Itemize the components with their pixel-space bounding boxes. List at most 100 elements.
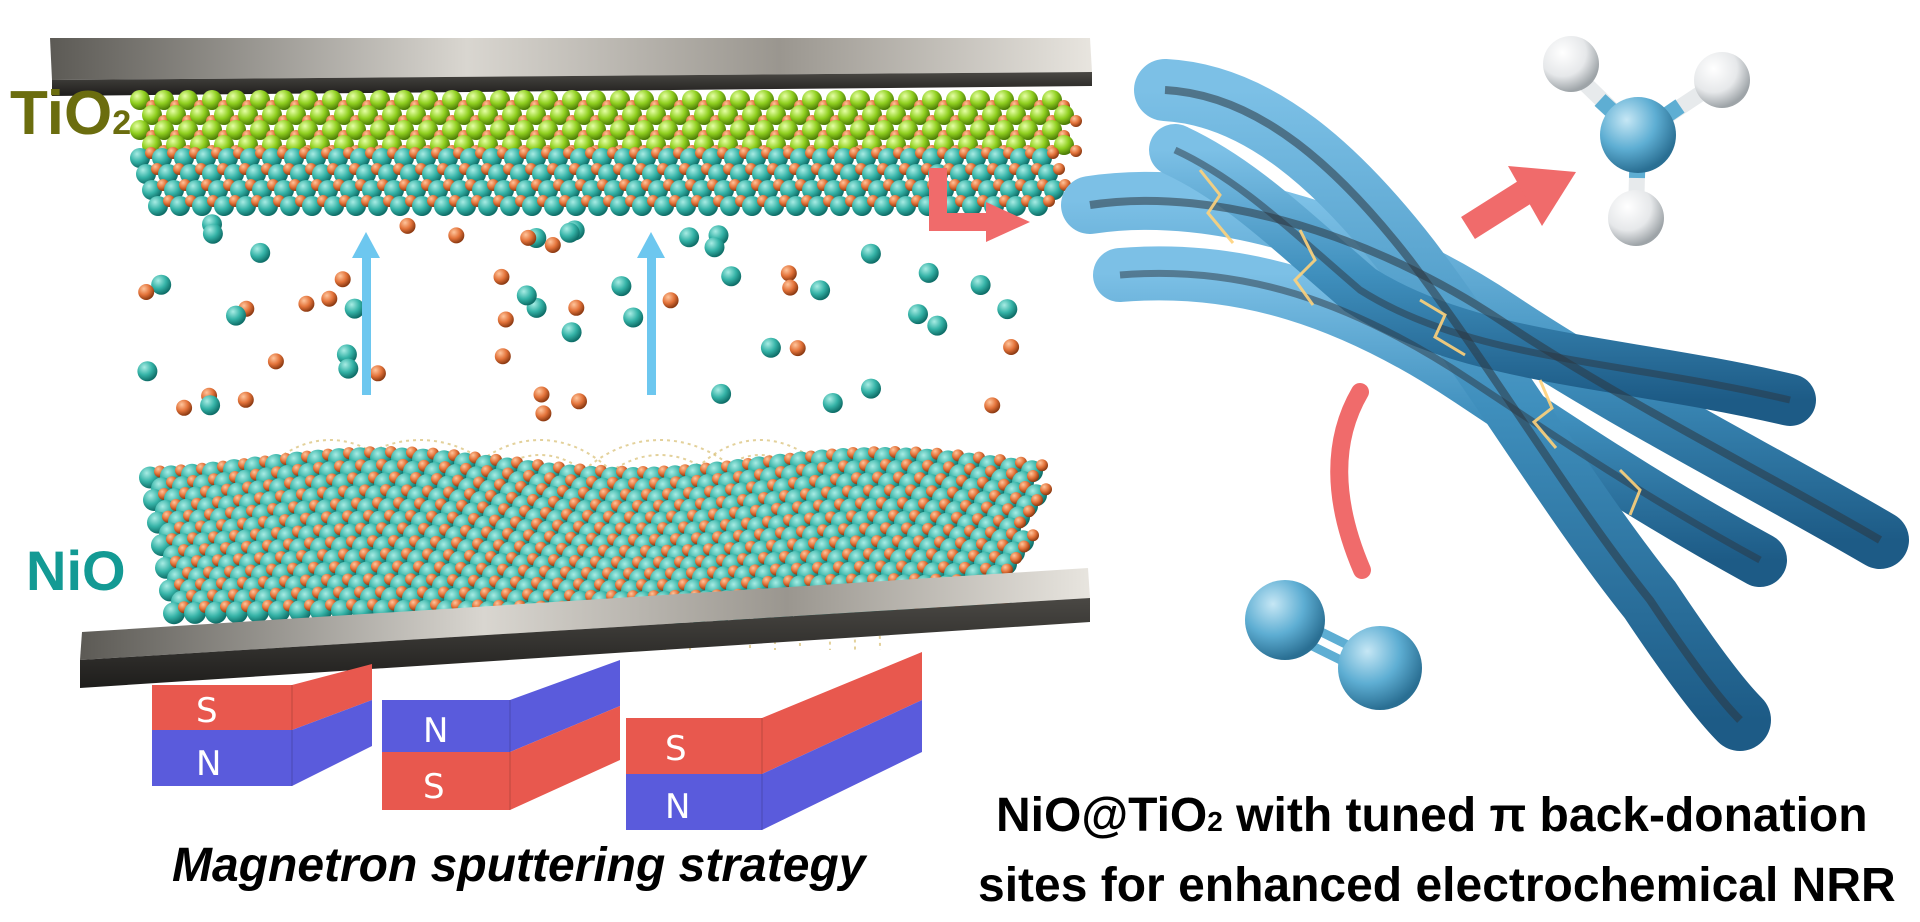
tio2-green-atom: [418, 120, 438, 140]
tio2-green-atom: [658, 120, 678, 140]
tio2-green-atom: [346, 90, 366, 110]
tio2-green-atom: [730, 90, 750, 110]
tio2-green-atom: [1042, 90, 1062, 110]
oxygen-atom: [1014, 516, 1026, 529]
tio2-green-atom: [790, 105, 810, 125]
tio2-green-atom: [166, 105, 186, 125]
sputtered-oxygen-atom: [789, 340, 806, 357]
tio2-green-atom: [598, 105, 618, 125]
tio2-green-atom: [250, 120, 270, 140]
nio-layer-label: NiO: [26, 539, 126, 602]
tio2-green-atom: [898, 90, 918, 110]
tio2-label-subscript: 2: [112, 104, 132, 142]
sputtered-metal-atom: [200, 395, 221, 416]
tio2-green-atom: [946, 120, 966, 140]
tio2-label-main: TiO: [10, 79, 113, 148]
tio2-green-atom: [394, 120, 414, 140]
tio2-target-plate: [50, 38, 1092, 96]
sputtered-oxygen-atom: [334, 271, 351, 288]
tio2-green-atom: [898, 120, 918, 140]
n2-molecule-icon: [1245, 580, 1422, 710]
upward-arrow-left: [352, 232, 380, 395]
tio2-green-atom: [178, 90, 198, 110]
sputtered-oxygen-atom: [780, 265, 797, 282]
tio2-green-atom: [742, 105, 762, 125]
tio2-green-atom: [322, 120, 342, 140]
tio2-green-atom: [538, 90, 558, 110]
tio2-green-atom: [490, 120, 510, 140]
magnet-3-bottom-pole: N: [665, 787, 690, 827]
sputtered-metal-atom: [970, 275, 991, 295]
caption-line-1-post: with tuned π back-donation: [1222, 789, 1868, 842]
sputtered-metal-atom: [679, 227, 700, 248]
nio-atom-block: [139, 446, 1052, 625]
oxygen-atom: [1043, 195, 1055, 207]
tio2-green-atom: [946, 90, 966, 110]
tio2-green-atom: [682, 120, 702, 140]
tio2-green-atom: [634, 90, 654, 110]
sputtered-metal-atom: [704, 237, 725, 258]
oxygen-atom: [1010, 552, 1022, 564]
tio2-green-atom: [658, 90, 678, 110]
sputtered-oxygen-atom: [237, 391, 254, 408]
magnet-2-bottom-pole: S: [423, 767, 445, 807]
tio2-green-atom: [310, 105, 330, 125]
sputtered-metal-atom: [861, 378, 881, 399]
tio2-green-atom: [202, 120, 222, 140]
oxygen-atom: [1070, 115, 1082, 127]
tio2-green-atom: [394, 90, 414, 110]
tio2-green-atom: [1054, 135, 1074, 155]
magnet-2-top-pole: N: [423, 711, 448, 751]
magnet-1: S N: [152, 664, 372, 786]
sputtered-oxygen-atom: [782, 279, 799, 296]
magnet-3: S N: [626, 652, 922, 830]
tio2-green-atom: [334, 105, 354, 125]
tio2-green-atom: [970, 90, 990, 110]
sputtered-metal-atom: [810, 280, 831, 301]
caption-line-1-pre: NiO@TiO: [996, 789, 1208, 842]
tio2-green-atom: [298, 90, 318, 110]
tio2-green-atom: [778, 120, 798, 140]
tio2-green-atom: [970, 120, 990, 140]
tio2-green-atom: [478, 105, 498, 125]
tio2-green-atom: [154, 90, 174, 110]
oxygen-atom: [1027, 529, 1039, 542]
tio2-green-atom: [682, 90, 702, 110]
sputtered-oxygen-atom: [533, 386, 550, 403]
reaction-arrow-n2: [1330, 383, 1371, 579]
sputtered-metal-atom: [918, 262, 939, 283]
tio2-green-atom: [250, 90, 270, 110]
tio2-green-atom: [538, 120, 558, 140]
sputtered-metal-atom: [226, 305, 246, 326]
tio2-green-atom: [826, 90, 846, 110]
tio2-green-atom: [862, 105, 882, 125]
tio2-green-atom: [922, 120, 942, 140]
tio2-green-atom: [502, 105, 522, 125]
transfer-arrow: [929, 168, 1030, 242]
tio2-nanofiber-icon: [1061, 59, 1909, 751]
sputtered-oxygen-atom: [1003, 339, 1020, 355]
tio2-green-atom: [706, 90, 726, 110]
sputtered-metal-atom: [623, 307, 644, 328]
sputtered-oxygen-atom: [399, 217, 416, 234]
tio2-green-atom: [430, 105, 450, 125]
tio2-green-atom: [622, 105, 642, 125]
tio2-green-atom: [850, 120, 870, 140]
tio2-green-atom: [1006, 105, 1026, 125]
tio2-green-atom: [574, 105, 594, 125]
sputtered-metal-atom: [927, 315, 948, 336]
tio2-green-atom: [586, 90, 606, 110]
tio2-green-atom: [526, 105, 546, 125]
tio2-green-atom: [730, 120, 750, 140]
reaction-arrow-nh3: [1461, 166, 1576, 239]
tio2-green-atom: [802, 90, 822, 110]
oxygen-atom: [1027, 470, 1039, 482]
tio2-green-atom: [934, 105, 954, 125]
tio2-green-atom: [142, 105, 162, 125]
sputtered-metal-atom: [860, 243, 881, 264]
tio2-green-atom: [1030, 105, 1050, 125]
sputtered-oxygen-atom: [298, 295, 315, 312]
tio2-green-atom: [1054, 105, 1074, 125]
sputtered-metal-atom: [137, 361, 158, 382]
tio2-green-atom: [514, 120, 534, 140]
